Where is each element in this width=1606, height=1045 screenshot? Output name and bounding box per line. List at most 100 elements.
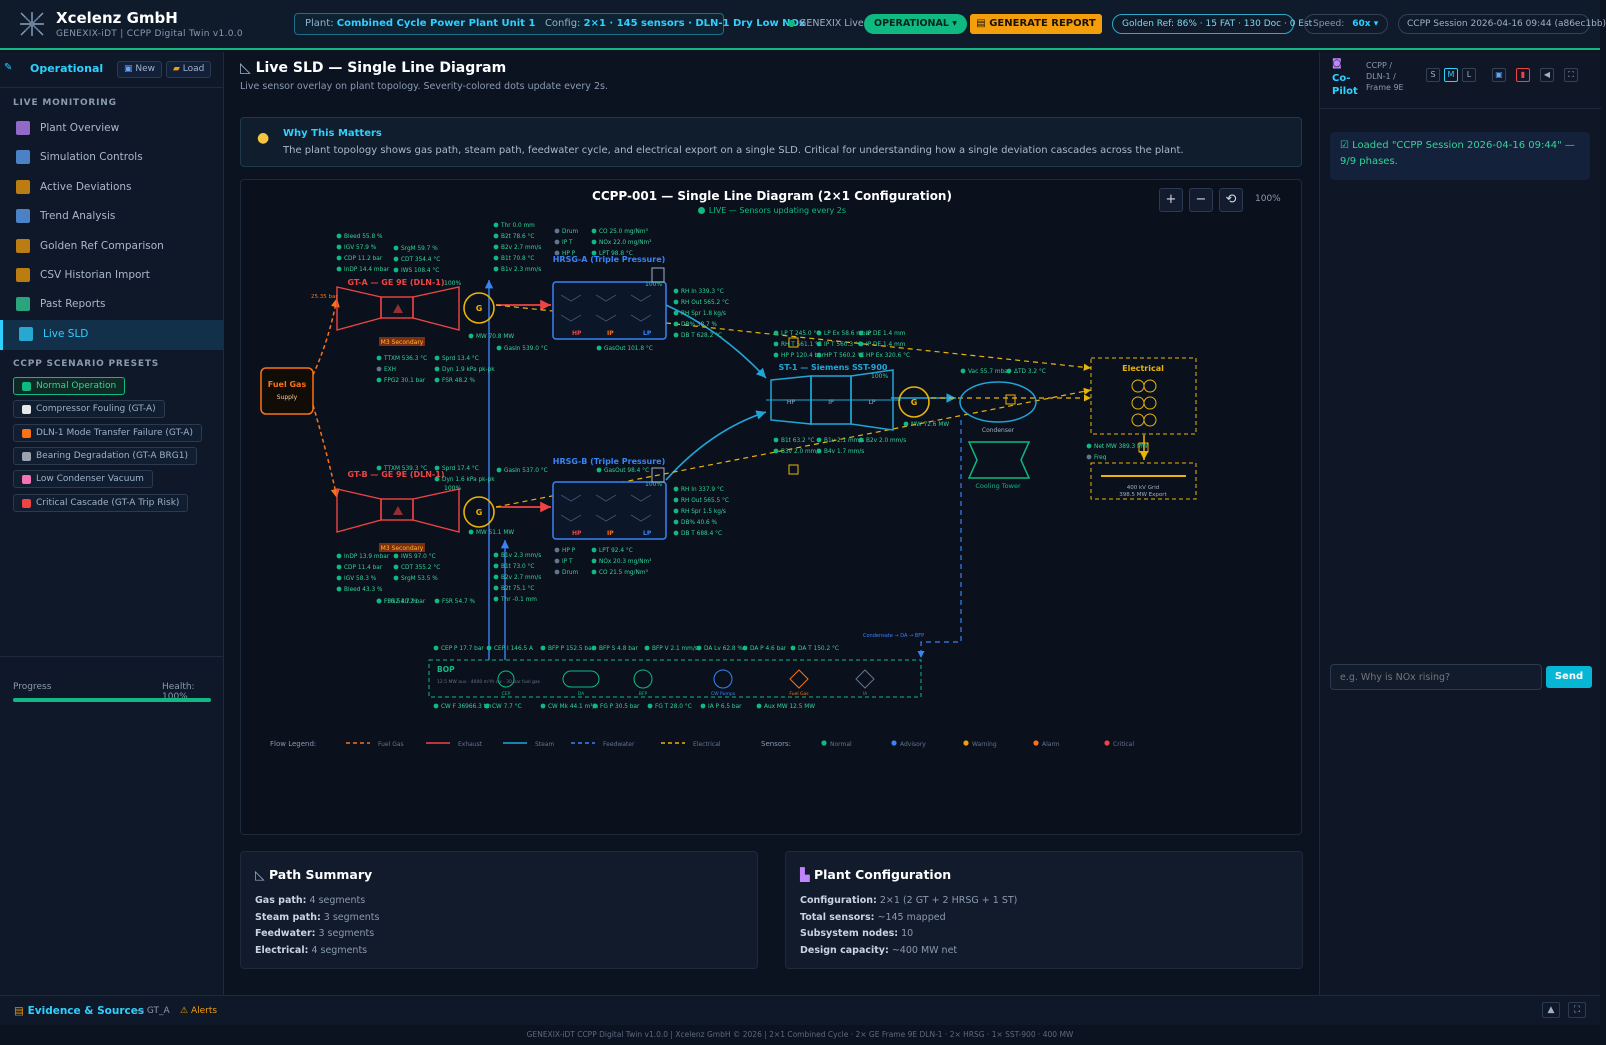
chevron-up-icon[interactable]: ▲ xyxy=(1542,1002,1560,1018)
sensor-reading[interactable]: GasOut 98.4 °C xyxy=(596,467,650,474)
sensor-reading[interactable]: IP T 560.3 °C xyxy=(816,341,862,348)
sensor-reading[interactable]: B2v 2.7 mm/s xyxy=(493,244,542,251)
sensor-reading[interactable]: B1v 2.3 mm/s xyxy=(493,266,542,273)
hrsg-a[interactable]: HRSG-A (Triple Pressure) HP IP LP 100% xyxy=(552,255,667,340)
golden-ref-badge[interactable]: Golden Ref: 86% · 15 FAT · 130 Doc · 0 E… xyxy=(1112,14,1312,34)
sidebar-item-live-sld[interactable]: Live SLD xyxy=(0,319,224,350)
sidebar-item-trend-analysis[interactable]: Trend Analysis xyxy=(0,202,224,232)
generate-report-button[interactable]: ▤ GENERATE REPORT xyxy=(970,14,1102,34)
bop-panel[interactable]: BOP 12.5 MW aux · 4000 m³/h cw · 30 bar … xyxy=(428,633,924,698)
cooling-tower[interactable]: Cooling Tower xyxy=(967,441,1031,490)
sensor-reading[interactable]: InDP 14.4 mbar xyxy=(336,266,390,273)
sensor-reading[interactable]: Drum xyxy=(554,569,579,576)
sensor-reading[interactable]: HP P xyxy=(554,547,576,554)
sensor-reading[interactable]: GasIn 537.0 °C xyxy=(496,467,548,474)
sidebar-item-plant-overview[interactable]: Plant Overview xyxy=(0,114,224,144)
sensor-reading[interactable]: DB T 688.4 °C xyxy=(673,530,722,537)
sensor-reading[interactable]: CDP 11.2 bar xyxy=(336,255,383,262)
size-m-button[interactable]: M xyxy=(1444,68,1458,82)
sensor-reading[interactable]: CEP I 146.5 A xyxy=(486,645,533,652)
sensor-reading[interactable]: B1v 2.3 mm/s xyxy=(493,552,542,559)
sensor-reading[interactable]: CO 21.5 mg/Nm³ xyxy=(591,569,649,576)
sensor-reading[interactable]: B1t 70.8 °C xyxy=(493,255,535,262)
zoom-out-button[interactable]: − xyxy=(1189,188,1213,212)
preset-3[interactable]: Bearing Degradation (GT-A BRG1) xyxy=(13,446,197,465)
sensor-reading[interactable]: IP DE 1.4 mm xyxy=(858,341,906,348)
preset-5[interactable]: Critical Cascade (GT-A Trip Risk) xyxy=(13,493,189,512)
sensor-reading[interactable]: Freq xyxy=(1086,454,1107,461)
sidebar-item-simulation-controls[interactable]: Simulation Controls xyxy=(0,143,224,173)
plant-config-box[interactable]: Plant: Combined Cycle Power Plant Unit 1… xyxy=(294,13,806,35)
sensor-reading[interactable]: DB T 628.2 °C xyxy=(673,332,722,339)
sensor-reading[interactable]: RH Spr 1.5 kg/s xyxy=(673,508,726,515)
sensor-reading[interactable]: SrgM 59.7 % xyxy=(393,245,439,252)
sensor-reading[interactable]: IGV 57.9 % xyxy=(336,244,377,251)
sensor-reading[interactable]: Bleed 43.3 % xyxy=(336,586,383,593)
sensor-reading[interactable]: Net MW 389.3 MW xyxy=(1086,443,1148,450)
sensor-reading[interactable]: IWS 97.0 °C xyxy=(393,553,436,560)
sensor-reading[interactable]: DA T 150.2 °C xyxy=(790,645,839,652)
sensor-reading[interactable]: BFP S 4.8 bar xyxy=(591,645,639,652)
sensor-reading[interactable]: B2t 75.1 °C xyxy=(493,585,535,592)
sensor-reading[interactable]: FG P 30.5 bar xyxy=(592,703,640,710)
sensor-reading[interactable]: LPT 98.8 °C xyxy=(591,250,633,257)
sensor-reading[interactable]: Aux MW 12.5 MW xyxy=(756,703,816,710)
sensor-reading[interactable]: CDT 354.4 °C xyxy=(393,256,441,263)
sidebar-item-csv-historian-import[interactable]: CSV Historian Import xyxy=(0,261,224,291)
send-button[interactable]: Send xyxy=(1546,666,1592,688)
preset-4[interactable]: Low Condenser Vacuum xyxy=(13,470,153,489)
sensor-reading[interactable]: HP T 560.2 °C xyxy=(816,352,865,359)
sensor-reading[interactable]: MW 70.8 MW xyxy=(468,333,515,340)
sensor-reading[interactable]: Sprd 13.4 °C xyxy=(434,355,479,362)
sensor-reading[interactable]: TTXM 536.3 °C xyxy=(376,355,428,362)
sensor-reading[interactable]: GasIn 539.0 °C xyxy=(496,345,548,352)
sensor-reading[interactable]: ΔTD 3.2 °C xyxy=(1006,368,1046,375)
sensor-reading[interactable]: FSR 54.7 % xyxy=(376,598,418,605)
new-button[interactable]: ▣ New xyxy=(117,61,163,78)
sensor-reading[interactable]: RH T 561.1 °C xyxy=(773,341,822,348)
sensor-reading[interactable]: Vac 55.7 mbar xyxy=(960,368,1011,375)
sld-canvas[interactable]: Fuel Gas Supply GT-A — GE 9E (DLN-1) M3 … xyxy=(241,180,1303,836)
sensor-reading[interactable]: CEP P 17.7 bar xyxy=(433,645,485,652)
sensor-reading[interactable]: Drum xyxy=(554,228,579,235)
expand-icon[interactable]: ⛶ xyxy=(1568,1002,1586,1018)
electrical-switchyard[interactable]: Electrical 400 kV Grid 398.5 MW Export xyxy=(1090,357,1197,500)
sensor-reading[interactable]: B2t 78.6 °C xyxy=(493,233,535,240)
trash-icon[interactable]: ▮ xyxy=(1516,68,1530,82)
zoom-reset-button[interactable]: ⟲ xyxy=(1219,188,1243,212)
sensor-reading[interactable]: MW 72.6 MW xyxy=(903,421,950,428)
sensor-reading[interactable]: HP Ex 320.6 °C xyxy=(858,352,910,359)
gt-a-generator[interactable]: G xyxy=(463,292,495,324)
evidence-gt[interactable]: — GT_A xyxy=(135,1006,170,1016)
preset-2[interactable]: DLN-1 Mode Transfer Failure (GT-A) xyxy=(13,423,202,442)
sensor-reading[interactable]: CDT 355.2 °C xyxy=(393,564,441,571)
sensor-reading[interactable]: RH In 337.9 °C xyxy=(673,486,724,493)
sensor-reading[interactable]: CO 25.0 mg/Nm³ xyxy=(591,228,649,235)
sensor-reading[interactable]: RH Spr 1.8 kg/s xyxy=(673,310,726,317)
condenser[interactable]: Condenser xyxy=(959,381,1037,434)
sensor-reading[interactable]: CW Mk 44.1 m³/h xyxy=(540,703,599,710)
sensor-reading[interactable]: NOx 20.3 mg/Nm³ xyxy=(591,558,653,565)
gt-a-turbine[interactable]: GT-A — GE 9E (DLN-1) M3 Secondary 100% 2… xyxy=(311,278,461,346)
sensor-reading[interactable]: B1t 63.2 °C xyxy=(773,437,815,444)
sensor-reading[interactable]: Sprd 17.4 °C xyxy=(434,465,479,472)
copilot-input[interactable] xyxy=(1330,664,1542,690)
sensor-reading[interactable]: DB% 38.7 % xyxy=(673,321,718,328)
sensor-reading[interactable]: Bleed 55.8 % xyxy=(336,233,383,240)
steam-turbine[interactable]: ST-1 — Siemens SST-900 HP IP LP 100% xyxy=(766,363,901,431)
sensor-reading[interactable]: IA P 6.5 bar xyxy=(700,703,743,710)
sensor-reading[interactable]: HP P xyxy=(554,250,576,257)
load-button[interactable]: ▰ Load xyxy=(166,61,212,78)
sensor-reading[interactable]: B4v 1.7 mm/s xyxy=(816,448,865,455)
sensor-reading[interactable]: B3v 2.0 mm/s xyxy=(773,448,822,455)
sensor-reading[interactable]: LP Ex 58.6 mbar xyxy=(816,330,873,337)
sensor-reading[interactable]: InDP 13.9 mbar xyxy=(336,553,390,560)
sensor-reading[interactable]: NOx 22.0 mg/Nm³ xyxy=(591,239,653,246)
size-l-button[interactable]: L xyxy=(1462,68,1476,82)
sidebar-item-golden-ref-comparison[interactable]: Golden Ref Comparison xyxy=(0,232,224,262)
sensor-reading[interactable]: B2v 2.0 mm/s xyxy=(858,437,907,444)
sensor-reading[interactable]: DA Lv 62.8 % xyxy=(696,645,744,652)
session-badge[interactable]: CCPP Session 2026-04-16 09:44 (a86ec1bb) xyxy=(1398,14,1606,34)
sensor-reading[interactable]: B1t 73.0 °C xyxy=(493,563,535,570)
sensor-reading[interactable]: RH Out 565.2 °C xyxy=(673,299,729,306)
